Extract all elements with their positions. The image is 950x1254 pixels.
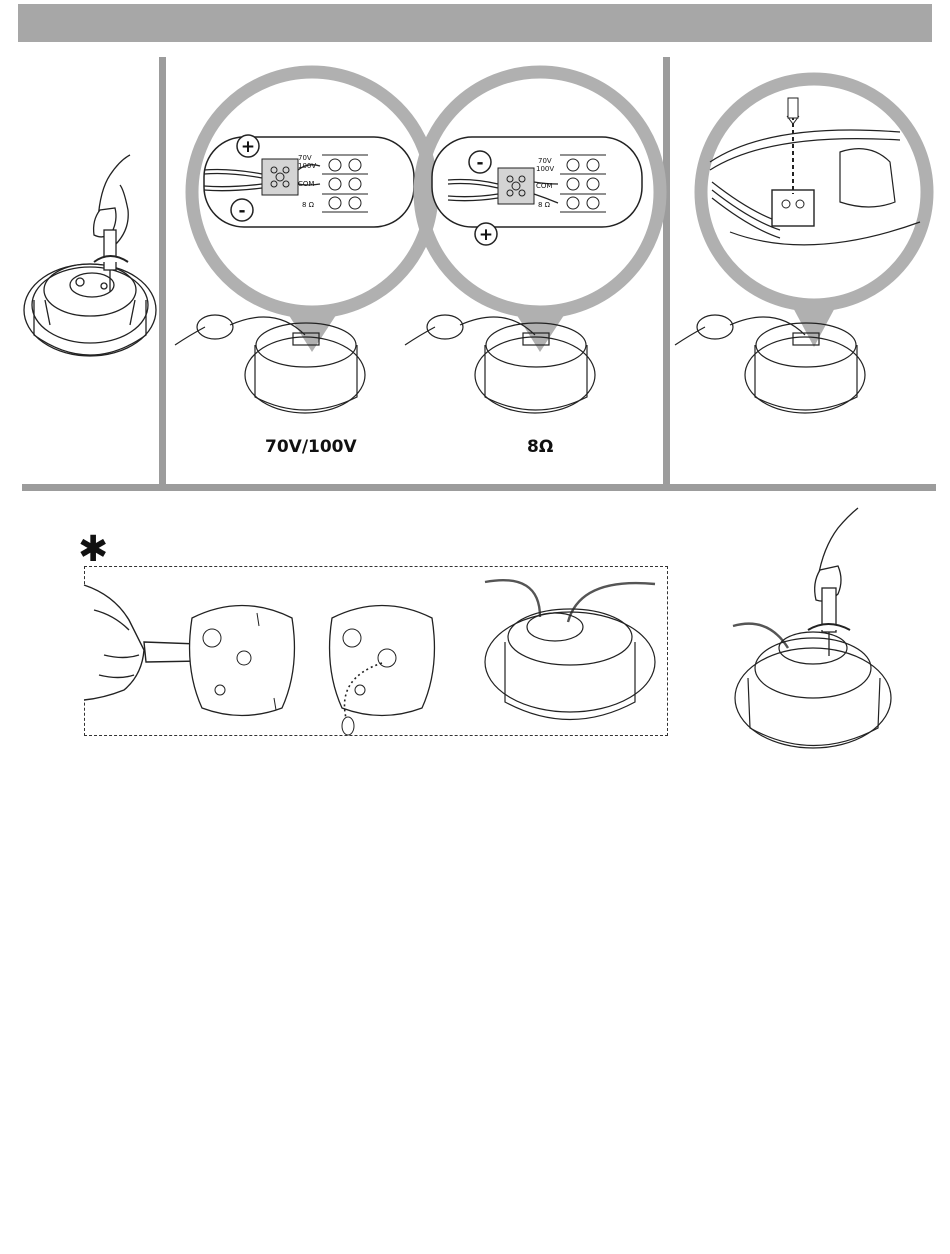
speaker-icon bbox=[405, 315, 595, 413]
optional-asterisk: ✱ bbox=[78, 532, 108, 568]
panel-separator bbox=[159, 57, 166, 485]
speaker-icon bbox=[485, 609, 655, 720]
terminal-70v: 70V bbox=[538, 157, 552, 165]
screwdriver-icon bbox=[808, 588, 850, 656]
hand-icon bbox=[84, 585, 144, 700]
speaker-70v-illustration bbox=[175, 305, 375, 415]
minus-sign: - bbox=[238, 201, 245, 221]
terminal-8ohm: 8 Ω bbox=[302, 201, 315, 209]
speaker-icon bbox=[24, 264, 156, 356]
hand-icon bbox=[815, 508, 858, 601]
header-bar bbox=[18, 4, 932, 42]
speaker-8ohm-illustration bbox=[405, 305, 605, 415]
knockout-speaker-with-cables bbox=[480, 572, 665, 732]
wiring-70v-caption: 70V/100V bbox=[265, 437, 357, 457]
knockout-plate-2 bbox=[322, 598, 442, 738]
knockout-plate-1 bbox=[182, 598, 302, 723]
terminal-70v: 70V bbox=[298, 154, 312, 162]
step-remove-cover-illustration bbox=[20, 150, 160, 380]
speaker-screw-illustration bbox=[675, 305, 885, 415]
terminal-100v: 100V bbox=[536, 165, 554, 173]
speaker-icon bbox=[675, 315, 865, 413]
plus-sign: + bbox=[241, 137, 255, 157]
speaker-icon bbox=[175, 315, 365, 413]
terminal-com: COM bbox=[536, 182, 552, 190]
plus-sign: + bbox=[479, 225, 493, 245]
section-separator bbox=[22, 484, 936, 491]
terminal-8ohm: 8 Ω bbox=[538, 201, 551, 209]
minus-sign: - bbox=[476, 153, 483, 173]
terminal-100v: 100V bbox=[298, 162, 316, 170]
terminal-com: COM bbox=[298, 180, 314, 188]
screwdriver-icon bbox=[94, 230, 128, 292]
speaker-icon bbox=[735, 632, 891, 748]
wiring-8ohm-caption: 8Ω bbox=[527, 437, 553, 457]
step-replace-cover-illustration bbox=[728, 508, 898, 758]
